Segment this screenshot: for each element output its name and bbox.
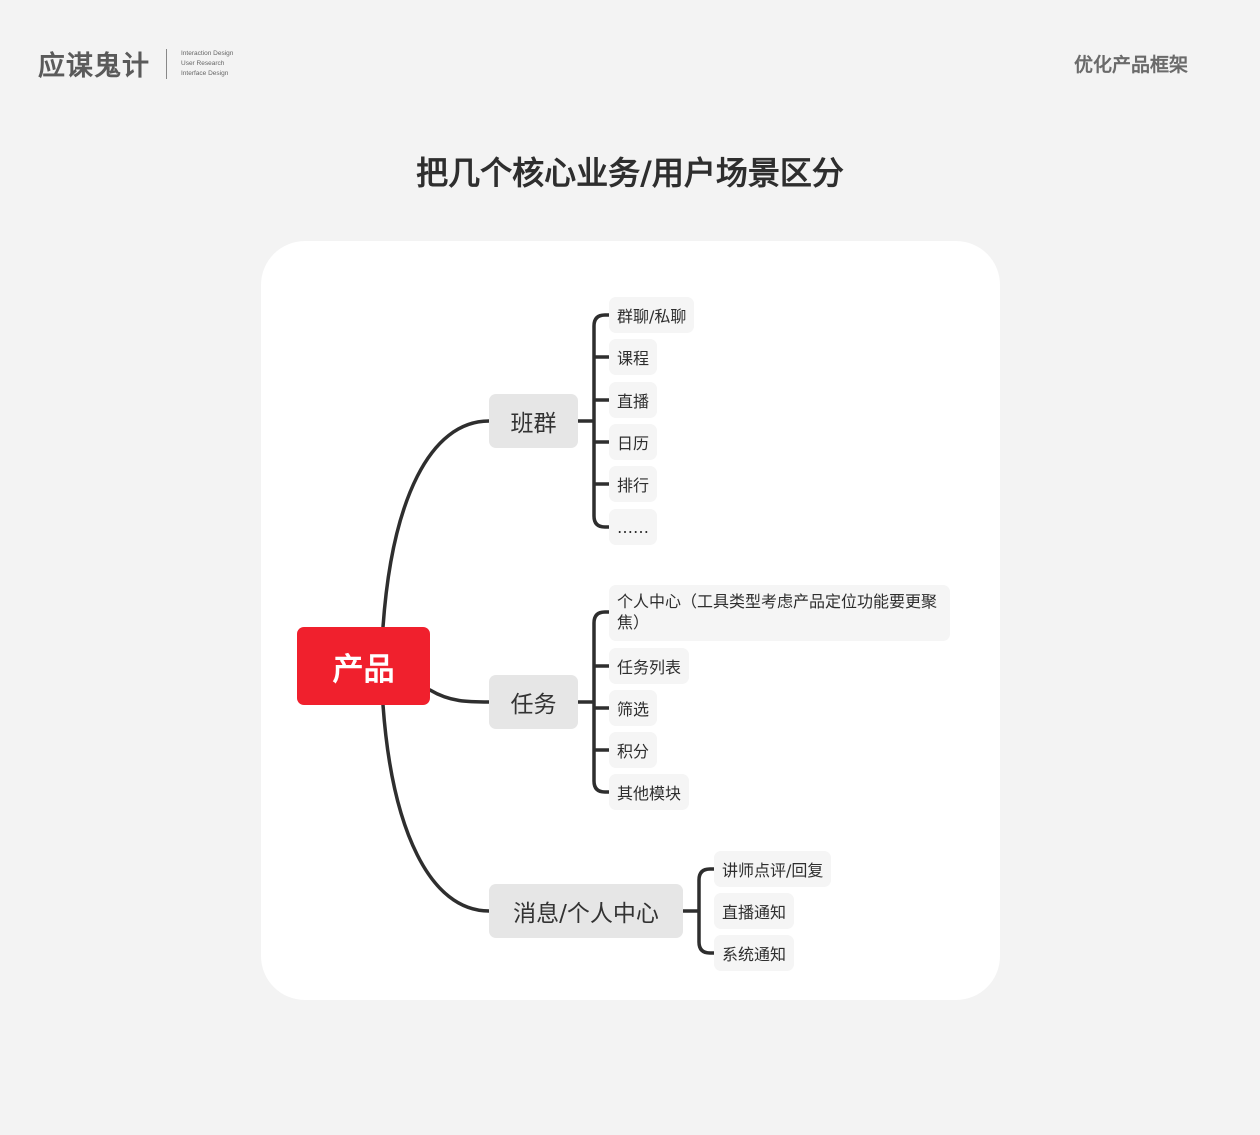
branch-node-renwu: 任务 bbox=[489, 675, 578, 729]
leaf-node: 排行 bbox=[609, 466, 658, 502]
connector-xiaoxi-bracket bbox=[681, 867, 716, 955]
leaf-node: 系统通知 bbox=[714, 935, 795, 971]
brand-divider bbox=[166, 48, 167, 79]
leaf-node: 直播通知 bbox=[714, 893, 795, 929]
connector-root-xiaoxi bbox=[381, 703, 491, 913]
page-headline: 把几个核心业务/用户场景区分 bbox=[416, 154, 844, 192]
connector-root-renwu bbox=[428, 688, 491, 704]
leaf-node: 个人中心（工具类型考虑产品定位功能要更聚焦） bbox=[609, 585, 950, 641]
leaf-node: 群聊/私聊 bbox=[609, 297, 695, 333]
brand-tagline-line: Interface Design bbox=[181, 69, 229, 77]
brand-tagline: Interaction Design User Research Interfa… bbox=[181, 49, 233, 79]
connector-renwu-bracket bbox=[576, 610, 611, 794]
mindmap-root-node: 产品 bbox=[297, 627, 430, 705]
leaf-node: …… bbox=[609, 509, 657, 545]
leaf-node: 直播 bbox=[609, 382, 658, 418]
leaf-node: 积分 bbox=[609, 732, 658, 768]
leaf-node: 日历 bbox=[609, 424, 658, 460]
brand-tagline-line: Interaction Design bbox=[181, 49, 234, 57]
brand-logo: 应谋鬼计 Interaction Design User Research In… bbox=[38, 44, 233, 83]
connector-root-banqun bbox=[381, 419, 491, 629]
brand-tagline-line: User Research bbox=[181, 59, 225, 67]
leaf-node: 任务列表 bbox=[609, 648, 690, 684]
branch-node-xiaoxi: 消息/个人中心 bbox=[489, 884, 683, 938]
branch-node-banqun: 班群 bbox=[489, 394, 578, 448]
connector-banqun-bracket bbox=[576, 313, 611, 529]
leaf-node: 其他模块 bbox=[609, 774, 690, 810]
section-title: 优化产品框架 bbox=[1073, 54, 1188, 76]
leaf-node: 筛选 bbox=[609, 690, 658, 726]
brand-name: 应谋鬼计 bbox=[38, 51, 150, 82]
leaf-node: 讲师点评/回复 bbox=[714, 851, 832, 887]
leaf-node: 课程 bbox=[609, 339, 658, 375]
